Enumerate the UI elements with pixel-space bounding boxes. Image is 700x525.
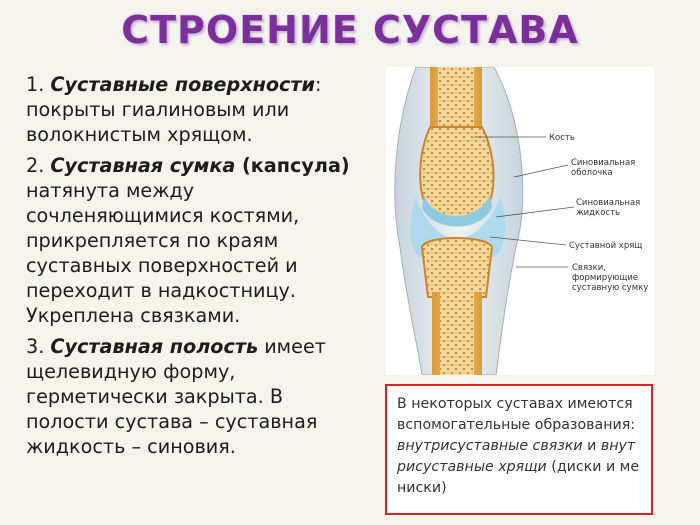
label-synovial-fluid-1: Синовиальная	[576, 198, 640, 208]
note-text-3: (диски и мениски)	[397, 459, 640, 496]
item-2-capsule: (капсула)	[235, 154, 350, 177]
item-1-text: покрыты гиалиновым или волокнистым хрящо…	[26, 98, 290, 146]
label-cartilage: Суставной хрящ	[569, 241, 642, 251]
label-synovial-fluid-2: жидкость	[576, 208, 620, 218]
label-ligaments-3: суставную сумку	[572, 283, 648, 293]
item-3-number: 3.	[26, 335, 51, 358]
note-text-1: В некоторых суставах имеются вспомогател…	[397, 396, 636, 433]
label-synovial-membrane-1: Синовиальная	[571, 158, 635, 168]
note-text-2: и	[582, 438, 601, 454]
item-3: 3. Суставная полость имеет щелевидную фо…	[26, 334, 371, 459]
upper-bone-head	[419, 126, 495, 218]
item-2: 2. Суставная сумка (капсула) натянута ме…	[26, 153, 371, 328]
note-box: В некоторых суставах имеются вспомогател…	[385, 384, 653, 515]
item-3-term: Суставная полость	[50, 335, 259, 358]
description-text: 1. Суставные поверхности: покрыты гиалин…	[26, 72, 371, 465]
label-ligaments-1: Связки,	[572, 263, 606, 273]
joint-diagram: Кость Синовиальная оболочка Синовиальная…	[386, 67, 654, 375]
lower-bone-head	[420, 237, 494, 298]
item-2-text: натянута между сочленяющимися костями, п…	[26, 179, 300, 327]
item-2-number: 2.	[26, 154, 51, 177]
note-italic-2: внутрисуставные хрящи	[397, 438, 636, 475]
item-1: 1. Суставные поверхности: покрыты гиалин…	[26, 72, 371, 147]
label-ligaments-2: формирующие	[572, 273, 638, 283]
upper-cartilage	[422, 195, 492, 227]
item-1-term: Суставные поверхности	[50, 73, 315, 96]
label-bone: Кость	[549, 133, 575, 143]
joint-illustration: Кость Синовиальная оболочка Синовиальная…	[394, 67, 648, 375]
label-synovial-membrane-2: оболочка	[571, 168, 613, 178]
item-3-text: имеет щелевидную форму, герметически зак…	[26, 335, 326, 458]
note-italic-1: внутрисуставные связки	[397, 438, 583, 454]
item-1-number: 1.	[26, 73, 51, 96]
item-1-colon: :	[314, 73, 322, 96]
item-2-term: Суставная сумка	[50, 154, 236, 177]
page-title: СТРОЕНИЕ СУСТАВА	[121, 8, 579, 52]
